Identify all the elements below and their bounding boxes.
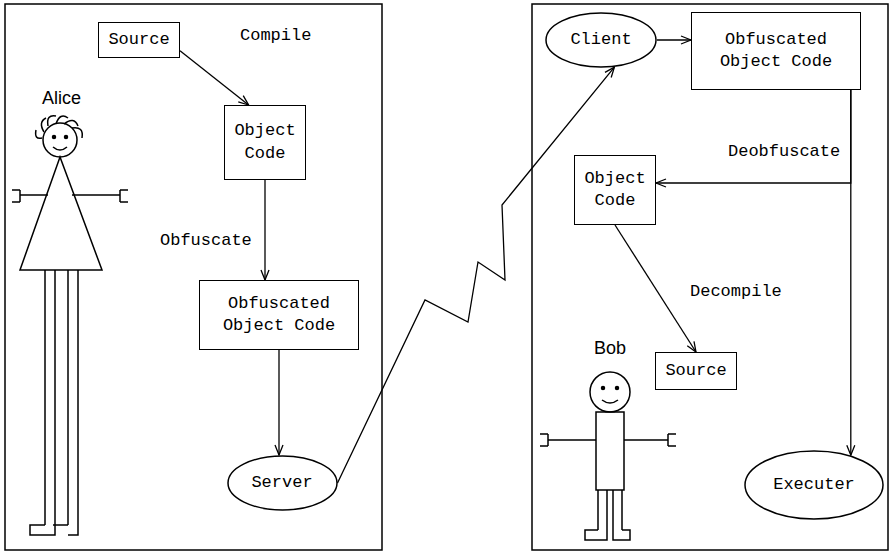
source-box: Source xyxy=(655,352,737,390)
node-text: Obfuscated Object Code xyxy=(200,293,358,337)
node-text: Executer xyxy=(769,474,859,496)
server-process: Server xyxy=(227,455,338,511)
connector-arrow xyxy=(615,225,696,352)
edge-label: Compile xyxy=(238,26,313,46)
client-process: Client xyxy=(545,12,657,68)
person-name: Alice xyxy=(40,88,83,110)
connector-arrow xyxy=(656,90,851,183)
object-code-box: Object Code xyxy=(224,105,306,180)
alice-figure xyxy=(12,116,128,535)
node-text: Source xyxy=(104,29,173,51)
connector-arrow xyxy=(338,67,615,483)
person-name: Bob xyxy=(592,338,628,360)
node-text: Client xyxy=(566,29,635,51)
connector-arrow xyxy=(850,90,851,455)
edge-label: Deobfuscate xyxy=(726,142,842,162)
edge-label: Decompile xyxy=(688,282,784,302)
obfuscated-code-box: Obfuscated Object Code xyxy=(691,12,861,90)
node-text: Object Code xyxy=(575,168,655,212)
object-code-box: Object Code xyxy=(574,155,656,225)
alice-panel xyxy=(5,4,382,550)
connector-arrow xyxy=(657,39,691,40)
bob-figure xyxy=(540,372,676,540)
node-text: Server xyxy=(247,472,316,494)
node-text: Obfuscated Object Code xyxy=(692,29,860,73)
edge-label: Obfuscate xyxy=(158,231,254,251)
node-text: Object Code xyxy=(225,120,305,164)
executer-process: Executer xyxy=(744,450,884,520)
connector-arrow xyxy=(278,350,279,455)
source-box: Source xyxy=(98,22,180,58)
obfuscated-code-box: Obfuscated Object Code xyxy=(199,280,359,350)
node-text: Source xyxy=(661,360,730,382)
bob-panel xyxy=(532,4,888,550)
connector-arrow xyxy=(180,51,249,105)
connector-arrow xyxy=(264,180,265,280)
